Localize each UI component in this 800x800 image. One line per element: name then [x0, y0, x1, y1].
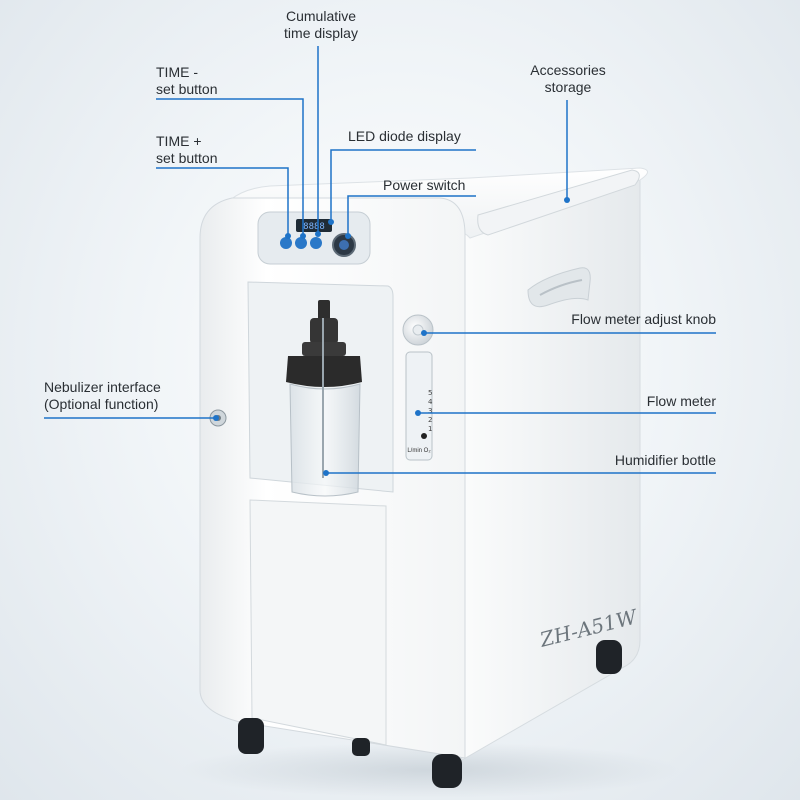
label-power-switch: Power switch	[383, 177, 466, 193]
leader-time-plus	[156, 167, 289, 236]
leader-lines	[44, 46, 716, 474]
label-humidifier-bottle: Humidifier bottle	[614, 452, 716, 468]
label-flow-meter-knob: Flow meter adjust knob	[571, 311, 716, 327]
led-screen	[296, 219, 332, 232]
label-flow-meter: Flow meter	[646, 393, 716, 409]
flow-scale-4: 4	[428, 398, 433, 406]
label-led-display: LED diode display	[348, 128, 461, 144]
label-time-plus-button: TIME + set button	[156, 133, 218, 166]
marker-dots	[213, 197, 570, 476]
device-side-panel	[459, 174, 641, 761]
flow-scale-2: 2	[428, 416, 432, 424]
humidifier-bottle-body	[289, 383, 361, 497]
cumulative-button-graphic	[310, 237, 322, 249]
floor-shadow	[180, 742, 680, 798]
label-time-minus-button: TIME - set button	[156, 64, 218, 97]
caster-wheels	[238, 640, 622, 788]
leader-power	[347, 195, 476, 236]
flow-scale: 5 4 3 2 1	[428, 389, 433, 433]
leader-time-minus	[156, 98, 304, 236]
led-readout: 8888	[303, 222, 325, 232]
label-accessories-storage: Accessories storage	[530, 62, 606, 95]
flow-scale-1: 1	[428, 425, 432, 433]
lower-front-panel	[249, 499, 387, 746]
leader-led	[330, 149, 476, 222]
humidifier-cap-nozzle	[318, 300, 330, 320]
accessories-lid	[477, 169, 640, 236]
time-plus-button-graphic	[280, 237, 292, 249]
flow-unit: L/min O₂	[407, 448, 431, 454]
time-minus-button-graphic	[295, 237, 307, 249]
flow-scale-5: 5	[428, 389, 432, 397]
label-nebulizer-interface: Nebulizer interface (Optional function)	[44, 379, 161, 412]
label-cumulative-time-display: Cumulative time display	[284, 8, 358, 41]
flow-meter-tube	[405, 351, 433, 461]
flow-scale-3: 3	[428, 407, 432, 415]
